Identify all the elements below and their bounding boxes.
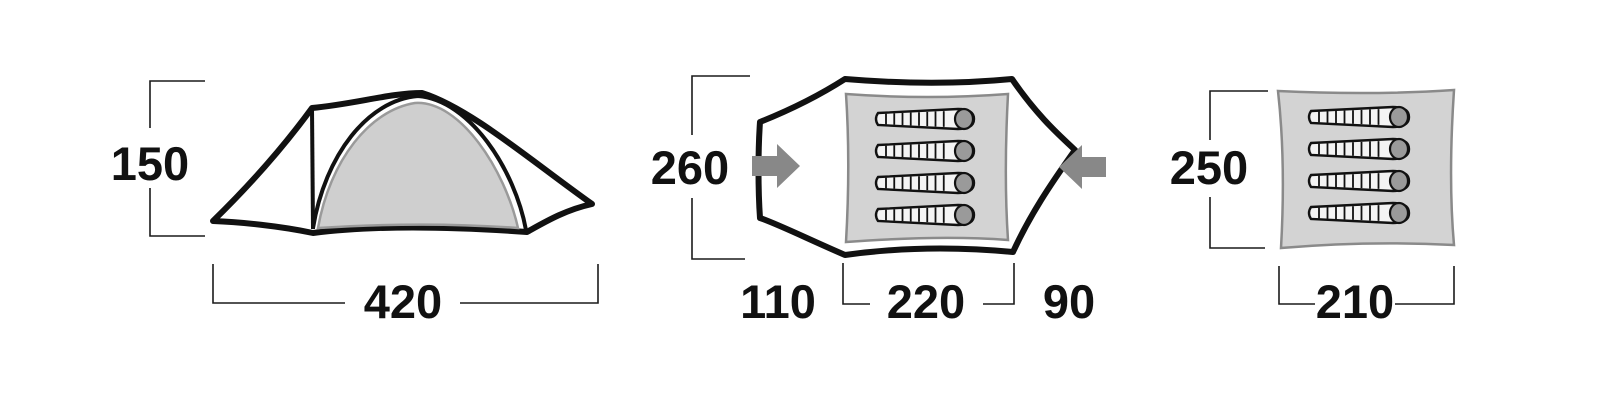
inner-width-bracket-top bbox=[1209, 90, 1268, 140]
tent-side-inner-dome bbox=[316, 101, 520, 230]
inner-bag-hood bbox=[1388, 105, 1410, 129]
top-bag-hood bbox=[953, 203, 975, 227]
sleeping-bag-icon bbox=[874, 203, 976, 227]
top-view: 260 110 220 90 bbox=[651, 75, 1106, 328]
side-view: 150 420 bbox=[111, 80, 599, 328]
top-inner-length-label: 220 bbox=[887, 275, 965, 328]
top-front-vestibule-label: 110 bbox=[740, 275, 816, 328]
tent-side-arch bbox=[311, 93, 528, 231]
inner-bag-hood bbox=[1388, 137, 1410, 161]
side-length-label: 420 bbox=[364, 275, 442, 328]
entrance-arrow-icon-rear bbox=[1059, 145, 1106, 189]
side-height-bracket-bottom bbox=[149, 188, 205, 237]
top-width-bracket-top bbox=[691, 75, 750, 135]
inner-length-bracket-right bbox=[1395, 266, 1455, 305]
top-bag-hood bbox=[953, 107, 975, 131]
top-rear-vestibule-label: 90 bbox=[1043, 275, 1095, 328]
sleeping-bag-icon bbox=[1307, 105, 1411, 129]
sleeping-bag-icon bbox=[1307, 137, 1411, 161]
inner-length-label: 210 bbox=[1316, 275, 1394, 328]
top-bag-hood bbox=[953, 171, 975, 195]
entrance-arrow-icon-front bbox=[752, 144, 800, 188]
top-width-bracket-bottom bbox=[691, 198, 745, 260]
top-inner-length-bracket-left bbox=[842, 263, 870, 305]
top-inner-length-bracket-right bbox=[983, 263, 1015, 305]
sleeping-bag-icon bbox=[874, 107, 976, 131]
side-height-bracket-top bbox=[149, 80, 205, 128]
inner-width-bracket-bottom bbox=[1209, 197, 1265, 249]
sleeping-bag-icon bbox=[874, 171, 976, 195]
tent-side-pole bbox=[310, 107, 315, 230]
side-height-label: 150 bbox=[111, 137, 189, 190]
inner-width-label: 250 bbox=[1170, 141, 1248, 194]
inner-sleeping-bags bbox=[1307, 105, 1411, 225]
sleeping-bag-icon bbox=[874, 139, 976, 163]
top-bag-hood bbox=[953, 139, 975, 163]
inner-bag-hood bbox=[1388, 169, 1410, 193]
top-sleeping-bags bbox=[874, 107, 976, 227]
top-width-label: 260 bbox=[651, 141, 729, 194]
sleeping-bag-icon bbox=[1307, 201, 1411, 225]
side-length-bracket-right bbox=[460, 264, 599, 304]
sleeping-bag-icon bbox=[1307, 169, 1411, 193]
inner-tent-view: 250 210 bbox=[1170, 88, 1456, 328]
side-length-bracket-left bbox=[212, 264, 345, 304]
inner-bag-hood bbox=[1388, 201, 1410, 225]
inner-length-bracket-left bbox=[1278, 266, 1315, 305]
